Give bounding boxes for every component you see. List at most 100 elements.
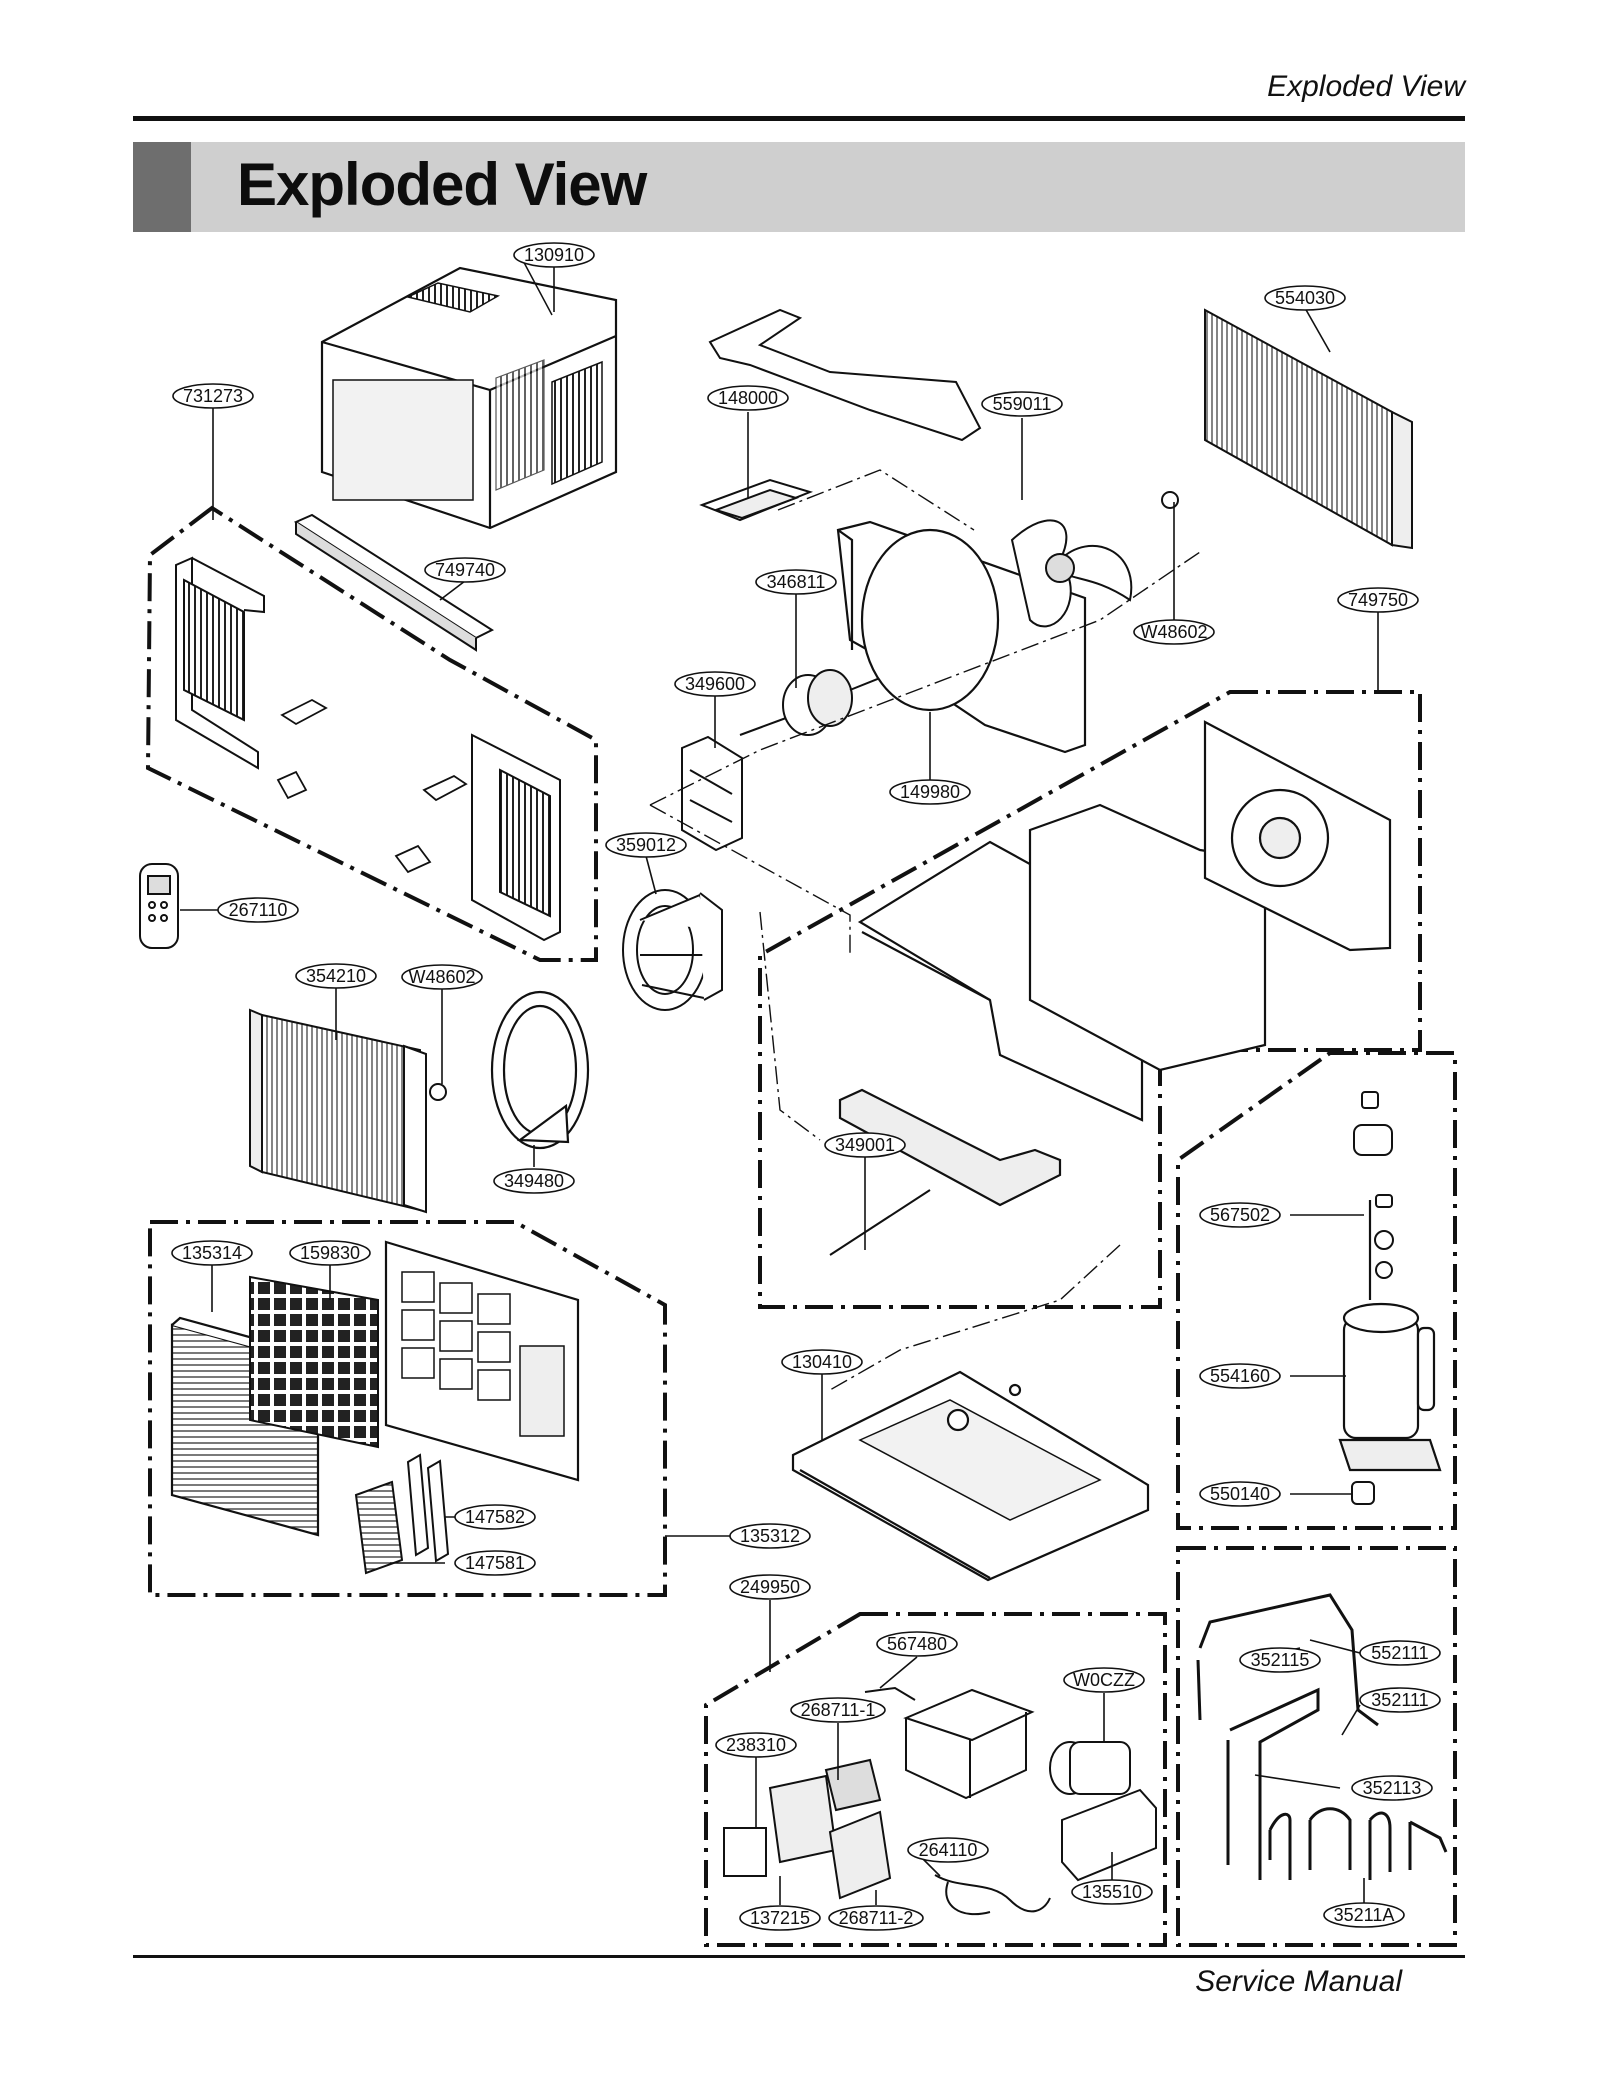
part-number: 135312 bbox=[740, 1526, 800, 1546]
part-label-567502: 567502 bbox=[1199, 1202, 1281, 1228]
capacitor-drawing bbox=[1049, 1741, 1131, 1795]
part-number: 354210 bbox=[306, 966, 366, 986]
blower-wheel-drawing bbox=[622, 889, 723, 1011]
group-frame-front bbox=[148, 1220, 667, 1597]
part-number: 567502 bbox=[1210, 1205, 1270, 1225]
part-label-552111: 552111 bbox=[1359, 1640, 1441, 1666]
part-number: 554160 bbox=[1210, 1366, 1270, 1386]
part-label-249950: 249950 bbox=[729, 1574, 811, 1600]
part-number: 147582 bbox=[465, 1507, 525, 1527]
part-number: 130910 bbox=[524, 245, 584, 265]
part-label-135312: 135312 bbox=[729, 1523, 811, 1549]
part-label-w48602a: W48602 bbox=[1133, 619, 1215, 645]
part-label-559011: 559011 bbox=[981, 391, 1063, 417]
fan-motor-drawing bbox=[739, 669, 896, 736]
compressor-terminal-parts-drawing bbox=[1351, 1091, 1394, 1505]
air-filter-drawing bbox=[249, 1275, 379, 1449]
part-number: 135314 bbox=[182, 1243, 242, 1263]
part-number: 749740 bbox=[435, 560, 495, 580]
part-number: 147581 bbox=[465, 1553, 525, 1573]
footer-text: Service Manual bbox=[1195, 1965, 1402, 1998]
part-labels: 130910 731273 148000 559011 554030 749740 3468… bbox=[171, 242, 1441, 1931]
page-title: Exploded View bbox=[237, 151, 647, 218]
part-label-731273: 731273 bbox=[172, 383, 254, 409]
side-panel-left-drawing bbox=[175, 556, 265, 770]
part-label-264110: 264110 bbox=[907, 1837, 989, 1863]
front-frame-drawing bbox=[384, 1240, 580, 1482]
part-number: 559011 bbox=[993, 394, 1052, 414]
part-number: 731273 bbox=[183, 386, 243, 406]
part-label-349600: 349600 bbox=[674, 671, 756, 697]
condenser-coil-drawing bbox=[1204, 308, 1413, 550]
base-pan-drawing bbox=[791, 1370, 1150, 1582]
title-band: Exploded View bbox=[133, 142, 1465, 232]
part-label-749740: 749740 bbox=[424, 557, 506, 583]
pcb-drawing bbox=[723, 1758, 892, 1900]
part-label-352111: 352111 bbox=[1359, 1687, 1441, 1713]
part-number: 148000 bbox=[718, 388, 778, 408]
remote-drawing bbox=[139, 863, 179, 949]
part-number: 267110 bbox=[229, 900, 288, 920]
chassis-drawing bbox=[838, 720, 1392, 1207]
part-label-349001: 349001 bbox=[824, 1132, 906, 1158]
part-label-137215: 137215 bbox=[739, 1905, 821, 1931]
part-number: 137215 bbox=[750, 1908, 810, 1928]
assembly-guide-lines bbox=[649, 469, 1201, 1391]
part-label-147582: 147582 bbox=[454, 1504, 536, 1530]
part-number: 249950 bbox=[740, 1577, 800, 1597]
control-box-drawing bbox=[864, 1686, 1035, 1800]
part-number: 349001 bbox=[835, 1135, 895, 1155]
part-number: 238310 bbox=[726, 1735, 786, 1755]
part-label-130910: 130910 bbox=[513, 242, 595, 268]
part-number: 352115 bbox=[1251, 1650, 1310, 1670]
side-panel-right-drawing bbox=[471, 733, 561, 942]
condenser-fan-drawing bbox=[1010, 519, 1133, 628]
part-label-554160: 554160 bbox=[1199, 1363, 1281, 1389]
part-number: 749750 bbox=[1348, 590, 1408, 610]
part-number: 35211A bbox=[1334, 1905, 1395, 1925]
part-label-135314: 135314 bbox=[171, 1240, 253, 1266]
part-label-w0czz: W0CZZ bbox=[1063, 1667, 1145, 1693]
part-number: 359012 bbox=[616, 835, 676, 855]
part-label-567480: 567480 bbox=[876, 1631, 958, 1657]
running-header: Exploded View bbox=[1267, 70, 1465, 103]
part-number: W48602 bbox=[1140, 622, 1207, 642]
part-label-352115: 352115 bbox=[1239, 1647, 1321, 1673]
part-label-130410: 130410 bbox=[781, 1349, 863, 1375]
group-frame-compressor bbox=[1176, 1051, 1457, 1530]
part-number: 149980 bbox=[900, 782, 960, 802]
part-label-147581: 147581 bbox=[454, 1550, 536, 1576]
part-number: 554030 bbox=[1275, 288, 1335, 308]
part-label-135510: 135510 bbox=[1071, 1879, 1153, 1905]
sensor-rod-drawing bbox=[829, 1189, 931, 1256]
part-number: 135510 bbox=[1082, 1882, 1142, 1902]
part-label-268711_2: 268711-2 bbox=[828, 1905, 924, 1931]
brackets-drawing bbox=[276, 698, 468, 874]
part-number: 550140 bbox=[1210, 1484, 1270, 1504]
louvers-drawing bbox=[354, 1453, 450, 1575]
orifice-ring-drawing bbox=[490, 990, 590, 1150]
part-number: 552111 bbox=[1371, 1643, 1428, 1663]
part-label-35211a: 35211A bbox=[1323, 1902, 1405, 1928]
bracket-drawing bbox=[699, 478, 814, 522]
part-number: 349480 bbox=[504, 1171, 564, 1191]
part-label-346811: 346811 bbox=[755, 569, 837, 595]
motor-mount-drawing bbox=[681, 735, 743, 852]
group-frame-chassis bbox=[758, 690, 1422, 1309]
part-number: 159830 bbox=[300, 1243, 360, 1263]
tubing-drawing bbox=[1196, 1593, 1448, 1880]
part-label-267110: 267110 bbox=[217, 897, 299, 923]
control-cover-drawing bbox=[1061, 1788, 1157, 1882]
part-number: 567480 bbox=[887, 1634, 947, 1654]
part-number: W48602 bbox=[408, 967, 475, 987]
part-number: 349600 bbox=[685, 674, 745, 694]
group-frame-window-kit bbox=[145, 505, 598, 962]
part-label-w48602b: W48602 bbox=[401, 964, 483, 990]
part-label-159830: 159830 bbox=[289, 1240, 371, 1266]
wire-harness-drawing bbox=[934, 1874, 1051, 1916]
cabinet-drawing bbox=[320, 266, 618, 530]
group-frame-control bbox=[704, 1612, 1167, 1947]
part-number: 264110 bbox=[919, 1840, 978, 1860]
part-number: 352111 bbox=[1371, 1690, 1428, 1710]
